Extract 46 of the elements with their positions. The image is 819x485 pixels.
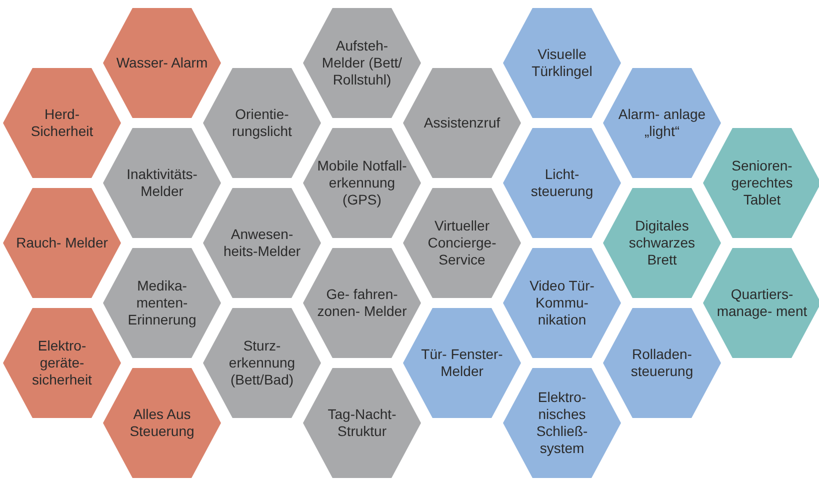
- tile-label: Senioren- gerechtes Tablet: [730, 158, 794, 208]
- tile-label: Tür- Fenster- Melder: [420, 346, 504, 380]
- hexagon-tile: [203, 188, 321, 298]
- tile-label: Ge- fahren- zonen- Melder: [316, 286, 408, 320]
- tile-label: Alles Aus Steuerung: [128, 406, 196, 440]
- tile-label: Mobile Notfall- erkennung (GPS): [316, 158, 408, 208]
- tile-label: Aufsteh- Melder (Bett/ Rollstuhl): [320, 38, 404, 88]
- hexagon-tile: [3, 188, 121, 298]
- hexagon-tile: [103, 368, 221, 478]
- hexagon-tile: [303, 248, 421, 358]
- hexagon-tile: [303, 8, 421, 118]
- tile-label: Licht- steuerung: [530, 166, 594, 200]
- hexagon-tile: [103, 128, 221, 238]
- hexagon-tile: [303, 128, 421, 238]
- hexagon-tile: [3, 308, 121, 418]
- hexagon-tile: [703, 248, 819, 358]
- hexagon-tile: [303, 368, 421, 478]
- tile-label: Inaktivitäts- Melder: [126, 166, 198, 200]
- tile-label: Tag-Nacht- Struktur: [326, 406, 398, 440]
- tile-label: Rauch- Melder: [16, 234, 108, 252]
- hexagon-tile: [703, 128, 819, 238]
- tile-label: Elektro- nisches Schließ- system: [535, 389, 589, 457]
- tile-label: Herd- Sicherheit: [30, 106, 94, 140]
- hexagon-tile: [403, 188, 521, 298]
- tile-label: Digitales schwarzes Brett: [628, 218, 696, 268]
- tile-label: Sturz- erkennung (Bett/Bad): [228, 338, 296, 388]
- tile-label: Elektro- geräte- sicherheit: [31, 338, 93, 388]
- tile-label: Quartiers- manage- ment: [716, 286, 808, 320]
- tile-label: Rolladen- steuerung: [630, 346, 694, 380]
- tile-label: Orientie- rungslicht: [231, 106, 293, 140]
- tile-label: Anwesen- heits-Melder: [222, 226, 302, 260]
- tile-label: Assistenzruf: [422, 114, 502, 132]
- hexagon-tile: [103, 8, 221, 118]
- hexagon-tile: [103, 248, 221, 358]
- hexagon-tile: [503, 368, 621, 478]
- tile-label: Virtueller Concierge- Service: [426, 218, 498, 268]
- tile-label: Video Tür- Kommu- nikation: [528, 278, 596, 328]
- hexagon-tile: [503, 248, 621, 358]
- tile-label: Medika- menten- Erinnerung: [126, 278, 198, 328]
- tile-label: Wasser- Alarm: [116, 54, 208, 72]
- tile-label: Visuelle Türklingel: [530, 46, 594, 80]
- tile-label: Alarm- anlage „light“: [617, 106, 707, 140]
- hexagon-tile: [3, 68, 121, 178]
- hexagon-tile: [603, 68, 721, 178]
- hexagon-tile: [603, 188, 721, 298]
- hexagon-tile: [503, 128, 621, 238]
